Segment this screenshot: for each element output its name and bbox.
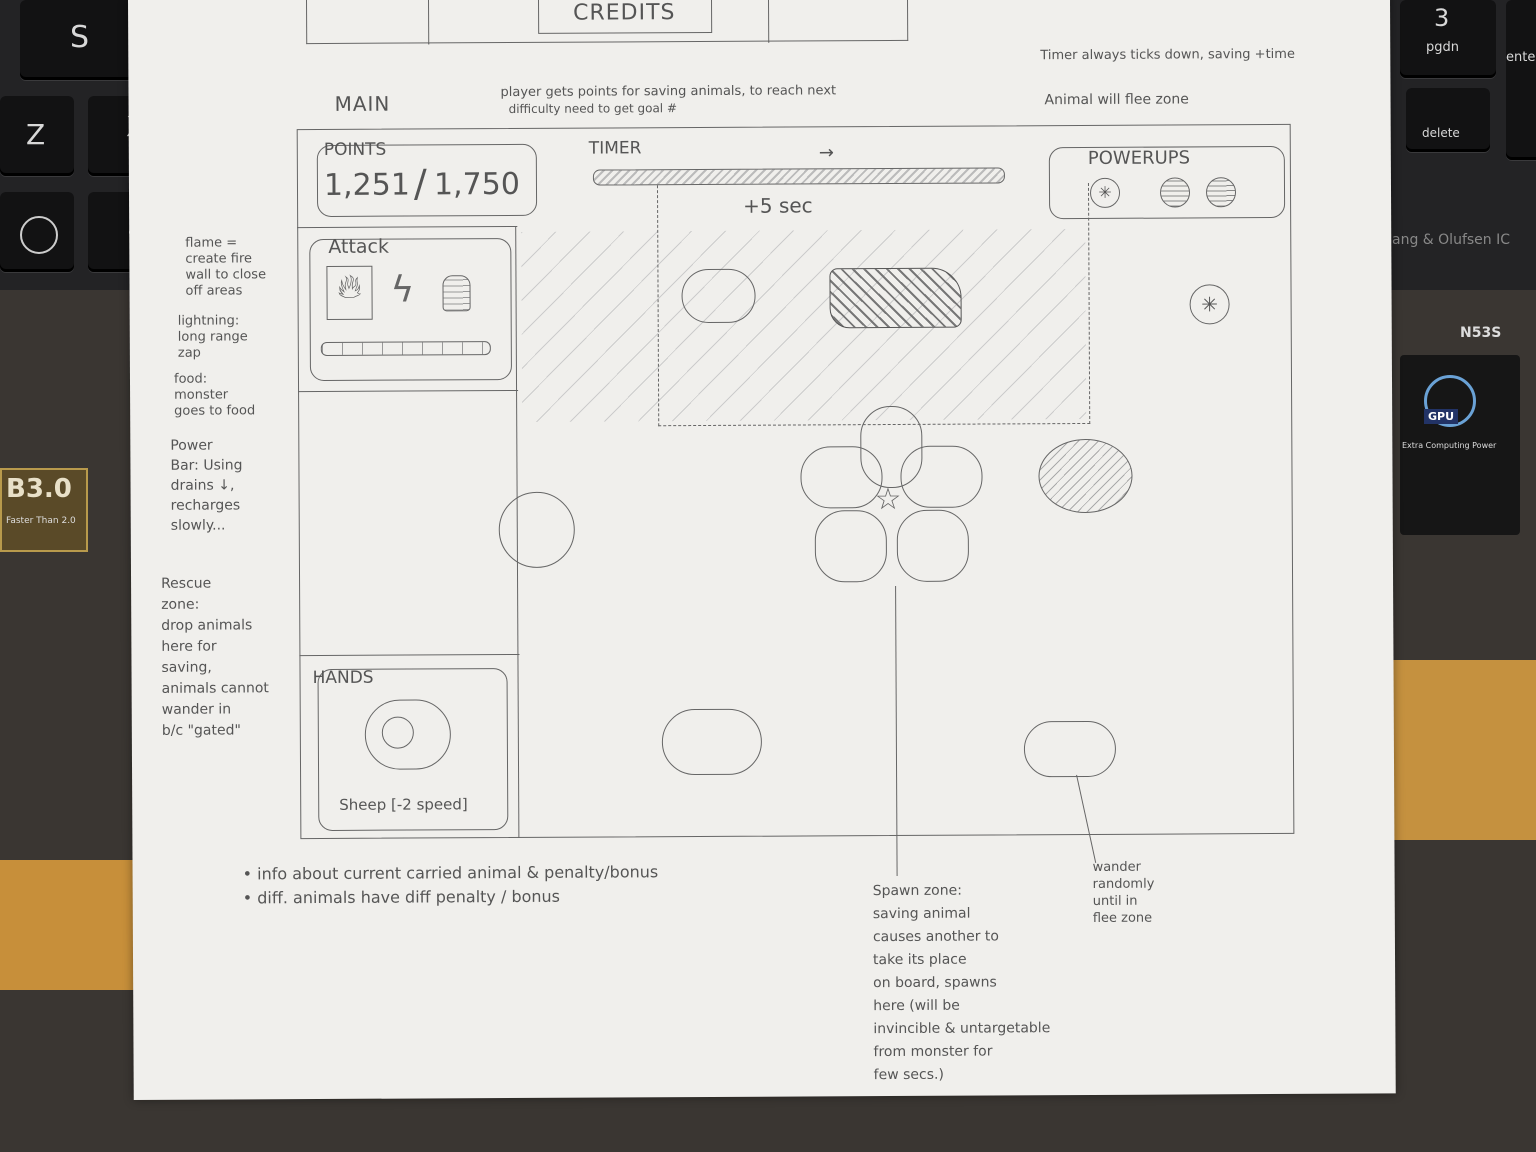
sheep-icon xyxy=(364,699,452,770)
bird-icon xyxy=(1038,438,1133,514)
power-bar xyxy=(320,341,491,356)
lightning-icon[interactable]: ϟ xyxy=(390,269,415,311)
timer-note: Timer always ticks down, saving +time xyxy=(1040,46,1295,64)
lion-bubble-icon xyxy=(498,491,575,569)
attack-label: Attack xyxy=(328,235,390,258)
model-label: N53S xyxy=(1460,325,1502,341)
hands-panel: HANDS Sheep [-2 speed] xyxy=(313,668,509,832)
windows-icon xyxy=(20,216,58,254)
carried-animal-label: Sheep [-2 speed] xyxy=(339,795,468,814)
key-delete: delete xyxy=(1406,88,1490,152)
star-icon: ☆ xyxy=(874,481,902,518)
animal-icon xyxy=(1023,720,1117,778)
usb-sticker: B3.0 Faster Than 2.0 xyxy=(0,468,88,552)
points-current: 1,251 xyxy=(323,167,410,203)
food-note: food: monster goes to food xyxy=(173,371,256,419)
points-goal: 1,750 xyxy=(433,166,520,203)
powerups-label: POWERUPS xyxy=(1087,147,1191,169)
key-s: S xyxy=(20,0,138,80)
spawn-zone-flower: ☆ xyxy=(800,405,983,587)
animal-icon xyxy=(661,708,763,776)
key-enter: ente xyxy=(1506,0,1536,160)
rescue-note: Rescue zone: drop animals here for savin… xyxy=(161,575,269,739)
key-z: Z xyxy=(0,96,74,176)
points-panel: POINTS 1,251 / 1,750 xyxy=(316,140,538,218)
points-note: difficulty need to get goal # xyxy=(508,101,678,117)
rescue-zone[interactable] xyxy=(302,398,513,651)
sketch-paper: CREDITS MAIN player gets points for savi… xyxy=(128,0,1396,1100)
lightning-note: lightning: long range zap xyxy=(177,313,248,361)
points-label: POINTS xyxy=(323,139,387,160)
snowflake-powerup-icon[interactable]: ✳ xyxy=(1089,177,1121,208)
snowflake-pickup-icon: ✳ xyxy=(1189,284,1230,325)
key-pgdn: 3 pgdn xyxy=(1400,0,1496,78)
burger-icon[interactable] xyxy=(442,275,471,312)
brand-label: ang & Olufsen IC xyxy=(1392,232,1511,248)
spawn-zone-note: Spawn zone: saving animal causes another… xyxy=(872,882,1051,1084)
points-slash: / xyxy=(413,161,427,206)
animal-icon xyxy=(681,268,756,324)
key-windows xyxy=(0,192,74,272)
power-bar-note: Power Bar: Using drains ↓, recharges slo… xyxy=(170,437,243,534)
gpu-sticker: N53S GPU Extra Computing Power xyxy=(1400,325,1520,535)
arrow-right-icon: → xyxy=(818,142,834,164)
stripes-powerup-icon[interactable] xyxy=(1159,177,1191,208)
hands-label: HANDS xyxy=(312,667,374,689)
monster-icon xyxy=(829,267,962,329)
timer-label: TIMER xyxy=(588,138,642,159)
info-note: • info about current carried animal & pe… xyxy=(242,862,659,884)
credits-button[interactable]: CREDITS xyxy=(537,0,713,34)
gauge-icon xyxy=(1424,375,1476,427)
stripes-powerup-icon[interactable] xyxy=(1205,177,1237,208)
flee-note: Animal will flee zone xyxy=(1044,91,1189,109)
screen-label: MAIN xyxy=(334,91,391,116)
info-note: • diff. animals have diff penalty / bonu… xyxy=(242,886,561,908)
flame-note: flame = create fire wall to close off ar… xyxy=(185,235,267,299)
attack-panel: Attack 🔥︎ ϟ xyxy=(309,235,512,382)
flame-icon[interactable]: 🔥︎ xyxy=(326,265,373,320)
wander-note: wander randomly until in flee zone xyxy=(1092,859,1155,926)
menu-divider xyxy=(767,0,770,43)
